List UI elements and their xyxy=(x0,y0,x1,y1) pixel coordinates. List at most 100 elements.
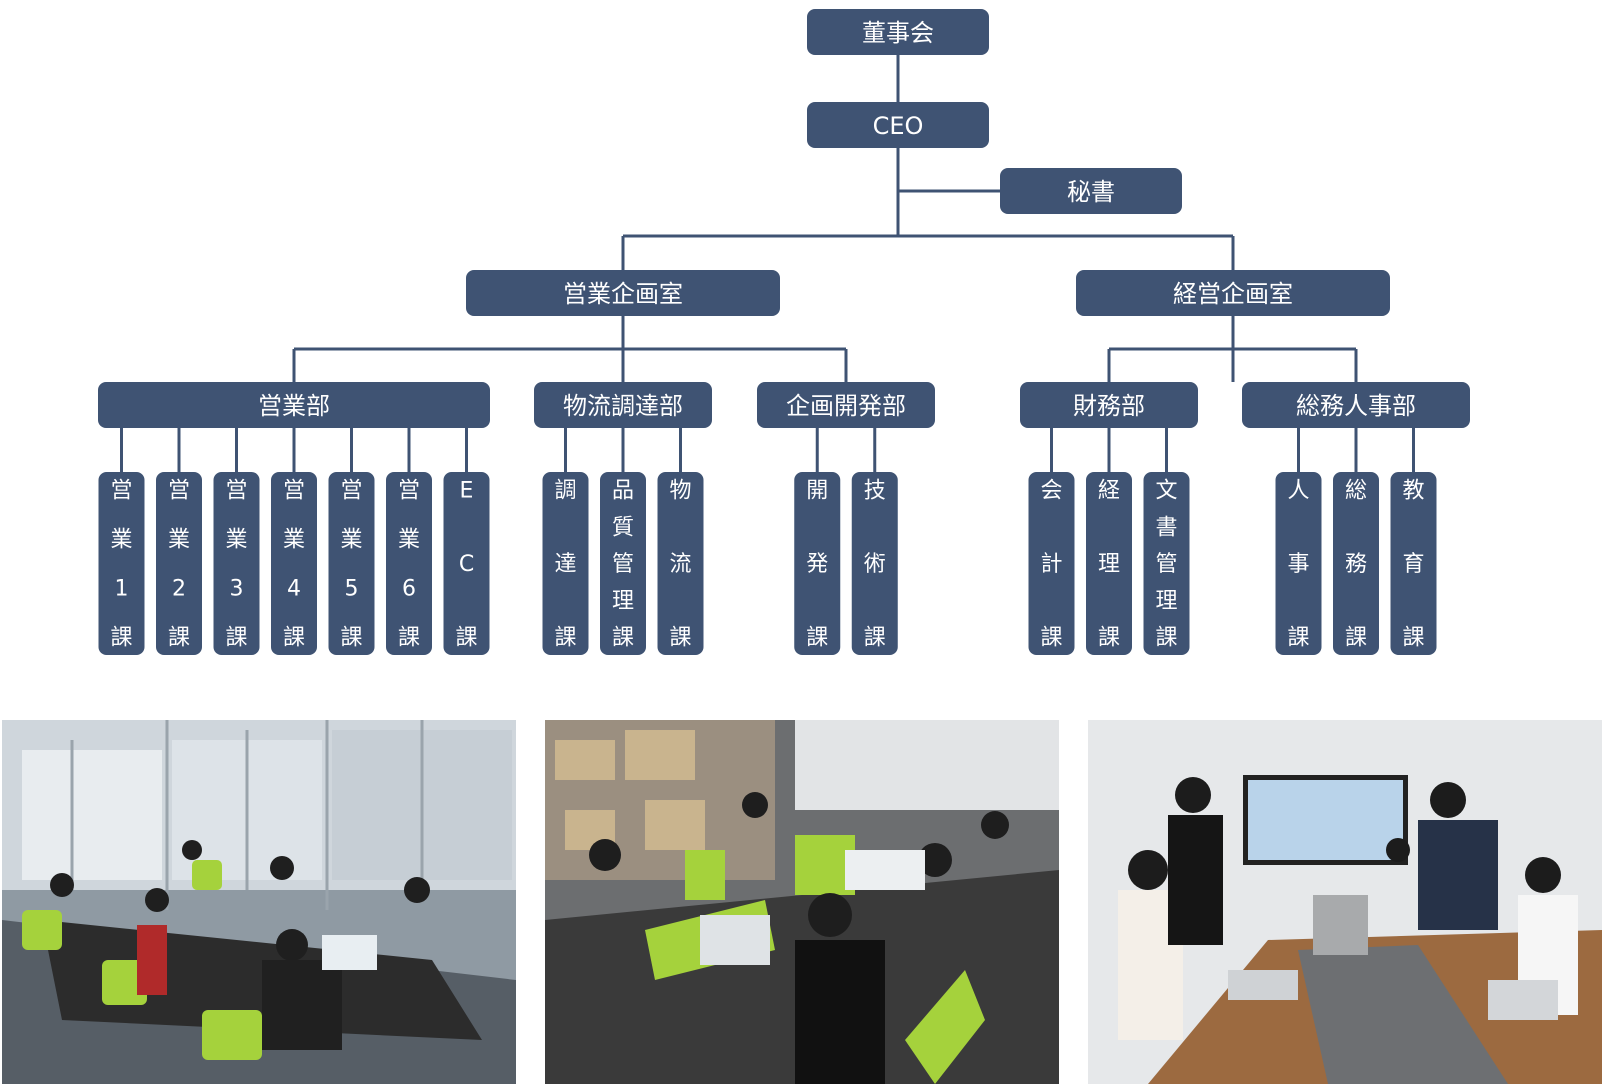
section-node-0-2-1-char: 術 xyxy=(864,552,886,577)
section-node-0-1-0-box xyxy=(542,472,589,655)
section-node-0-0-0-char: 1 xyxy=(115,577,129,602)
section-node-1-1-0-char: 事 xyxy=(1287,552,1309,577)
section-node-1-1-0-char: 課 xyxy=(1287,626,1309,651)
section-node-1-0-0-box xyxy=(1028,472,1075,655)
section-node-1-0-0-char: 課 xyxy=(1040,626,1062,651)
section-node-0-2-0-char: 課 xyxy=(806,626,828,651)
section-node-0-1-2-char: 物 xyxy=(669,479,691,504)
section-node-0-1-1-char: 質 xyxy=(612,515,634,540)
section-node-0-0-6-char: C xyxy=(459,552,474,577)
section-node-0-0-3-char: 営 xyxy=(283,479,305,504)
section-node-0-0-6-char: E xyxy=(460,479,474,504)
section-node-1-0-1-char: 課 xyxy=(1098,626,1120,651)
department-node-0-2-box xyxy=(757,382,935,428)
secretary-node-label: 秘書 xyxy=(1067,178,1115,206)
section-node-0-0-6-box xyxy=(443,472,490,655)
department-node-0-1-label: 物流調達部 xyxy=(563,392,683,420)
section-node-1-1-1-box xyxy=(1333,472,1379,655)
section-node-0-0-2-char: 営 xyxy=(225,479,247,504)
section-node-0-0-2-char: 3 xyxy=(230,577,244,602)
section-node-1-0-2-char: 課 xyxy=(1155,626,1177,651)
division-node-1-label: 経営企画室 xyxy=(1173,280,1293,308)
section-node-0-1-0-char: 課 xyxy=(554,626,576,651)
ceo-node-label: CEO xyxy=(873,112,924,140)
section-node-1-0-2-char: 書 xyxy=(1155,515,1177,540)
section-node-0-0-0-char: 営 xyxy=(110,479,132,504)
section-node-0-0-4-char: 営 xyxy=(340,479,362,504)
section-node-0-2-1-char: 技 xyxy=(864,479,886,504)
board-node-label: 董事会 xyxy=(862,19,934,47)
board-node-box xyxy=(807,9,989,55)
section-node-1-0-0-char: 計 xyxy=(1040,552,1062,577)
section-node-0-0-5-box xyxy=(386,472,432,655)
section-node-1-0-0-char: 会 xyxy=(1040,479,1062,504)
section-node-0-1-2-char: 課 xyxy=(669,626,691,651)
section-node-0-1-1-char: 管 xyxy=(612,552,634,577)
section-node-0-1-0-char: 達 xyxy=(554,552,576,577)
section-node-0-0-2-char: 課 xyxy=(225,626,247,651)
ceo-node-box xyxy=(807,102,989,148)
office-photo-2 xyxy=(545,720,1059,1084)
section-node-0-0-5-char: 課 xyxy=(398,626,420,651)
section-node-1-1-2-char: 教 xyxy=(1402,479,1424,504)
section-node-0-0-0-char: 業 xyxy=(110,528,132,553)
section-node-0-1-1-box xyxy=(600,472,646,655)
section-node-1-1-2-box xyxy=(1390,472,1437,655)
section-node-0-0-2-char: 業 xyxy=(225,528,247,553)
department-node-0-0-label: 営業部 xyxy=(258,392,330,420)
division-node-1-box xyxy=(1076,270,1390,316)
section-node-0-2-0-char: 開 xyxy=(806,479,828,504)
section-node-0-0-0-box xyxy=(98,472,145,655)
section-node-0-1-1-char: 課 xyxy=(612,626,634,651)
section-node-1-0-2-char: 理 xyxy=(1155,589,1177,614)
department-node-0-2-label: 企画開発部 xyxy=(786,392,906,420)
section-node-1-1-0-char: 人 xyxy=(1287,479,1309,504)
section-node-0-2-0-box xyxy=(794,472,841,655)
section-node-1-0-2-char: 管 xyxy=(1155,552,1177,577)
section-node-1-0-1-char: 経 xyxy=(1098,479,1120,504)
office-photo-3 xyxy=(1088,720,1602,1084)
secretary-node-box xyxy=(1000,168,1182,214)
division-node-0-label: 営業企画室 xyxy=(563,280,683,308)
section-node-1-1-1-char: 務 xyxy=(1345,552,1367,577)
section-node-0-0-5-char: 業 xyxy=(398,528,420,553)
section-node-0-0-3-char: 業 xyxy=(283,528,305,553)
org-chart: 董事会CEO秘書営業企画室営業部営業1課営業2課営業3課営業4課営業5課営業6課… xyxy=(98,9,1470,655)
section-node-1-1-1-char: 総 xyxy=(1345,479,1367,504)
section-node-0-0-1-char: 業 xyxy=(168,528,190,553)
section-node-0-0-4-char: 業 xyxy=(340,528,362,553)
department-node-0-1-box xyxy=(534,382,712,428)
division-node-0-box xyxy=(466,270,780,316)
department-node-1-1-box xyxy=(1242,382,1470,428)
section-node-0-2-1-char: 課 xyxy=(864,626,886,651)
section-node-0-0-3-char: 課 xyxy=(283,626,305,651)
section-node-0-0-3-char: 4 xyxy=(287,577,301,602)
section-node-0-0-4-char: 5 xyxy=(345,577,359,602)
section-node-0-0-3-box xyxy=(271,472,317,655)
section-node-0-1-1-char: 品 xyxy=(612,479,634,504)
section-node-0-0-1-char: 2 xyxy=(172,577,186,602)
section-node-1-1-0-box xyxy=(1275,472,1322,655)
section-node-0-0-1-char: 営 xyxy=(168,479,190,504)
section-node-1-0-2-box xyxy=(1143,472,1190,655)
section-node-0-2-1-box xyxy=(851,472,898,655)
section-node-1-0-2-char: 文 xyxy=(1155,479,1177,504)
section-node-1-0-1-char: 理 xyxy=(1098,552,1120,577)
section-node-0-0-0-char: 課 xyxy=(110,626,132,651)
section-node-0-0-6-char: 課 xyxy=(455,626,477,651)
section-node-0-0-4-char: 課 xyxy=(340,626,362,651)
office-photo-1 xyxy=(2,720,516,1084)
section-node-0-0-1-box xyxy=(156,472,202,655)
section-node-0-1-2-box xyxy=(657,472,704,655)
department-node-1-1-label: 総務人事部 xyxy=(1296,392,1416,420)
section-node-1-1-2-char: 育 xyxy=(1402,552,1424,577)
section-node-0-1-2-char: 流 xyxy=(669,552,691,577)
section-node-0-1-0-char: 調 xyxy=(554,479,576,504)
section-node-1-1-1-char: 課 xyxy=(1345,626,1367,651)
department-node-1-0-box xyxy=(1020,382,1198,428)
section-node-0-1-1-char: 理 xyxy=(612,589,634,614)
department-node-1-0-label: 財務部 xyxy=(1073,392,1145,420)
section-node-1-1-2-char: 課 xyxy=(1402,626,1424,651)
section-node-0-2-0-char: 発 xyxy=(806,552,828,577)
section-node-0-0-2-box xyxy=(213,472,260,655)
